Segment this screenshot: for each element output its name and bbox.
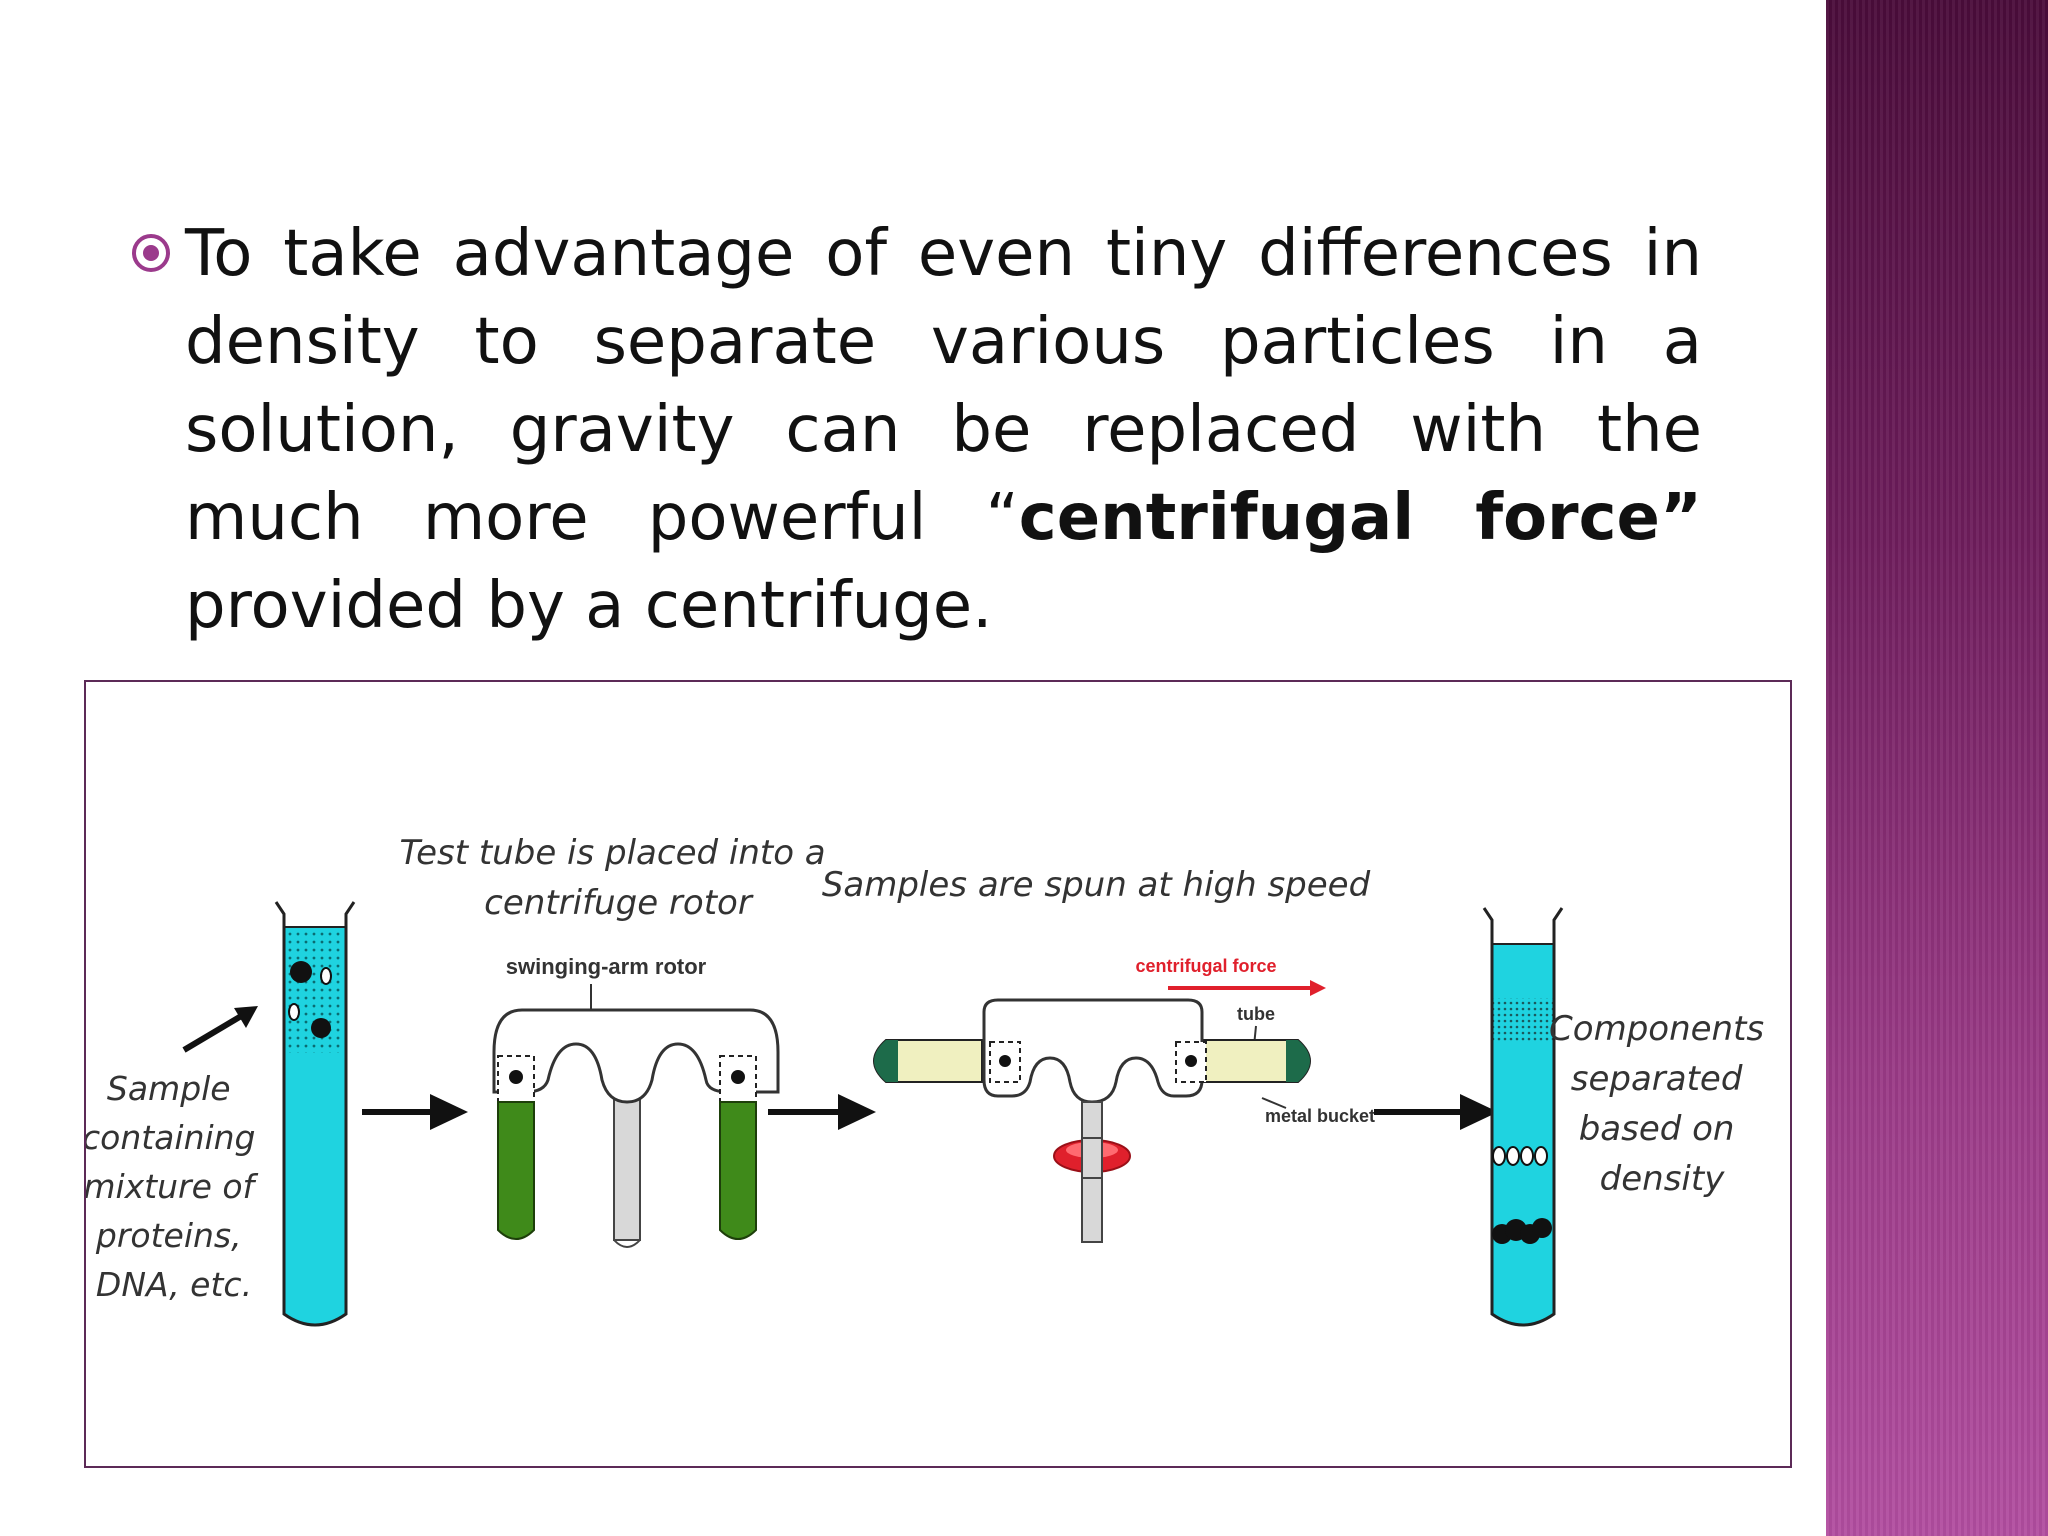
separated-tube <box>1482 907 1564 1327</box>
diagram-canvas: Sample containing mixture of proteins, D… <box>86 833 1775 1327</box>
test-tube-label: Test tube is placed into a centrifuge ro… <box>400 833 837 923</box>
centrifugal-force-label: centrifugal force <box>1135 956 1276 976</box>
step-arrow-3 <box>1374 1094 1498 1130</box>
bullet-text-bold: centrifugal force” <box>1018 481 1703 555</box>
components-label: Components separated based on density <box>1549 1009 1775 1199</box>
bullet-text-part2: provided by a centrifuge. <box>185 569 993 643</box>
sample-label-line: proteins, <box>95 1216 242 1255</box>
test-tube-label-line: Test tube is placed into a <box>400 833 826 873</box>
sample-label: Sample containing mixture of proteins, D… <box>86 1069 266 1304</box>
bucket-label: metal bucket <box>1265 1106 1375 1126</box>
components-label-line: density <box>1600 1159 1726 1199</box>
decorative-sidebar <box>1826 0 2048 1536</box>
sample-label-line: DNA, etc. <box>96 1265 252 1304</box>
tube-label: tube <box>1237 1004 1275 1024</box>
centrifuge-diagram: Sample containing mixture of proteins, D… <box>84 680 1792 1468</box>
rotor-label: swinging-arm rotor <box>506 954 707 979</box>
bucket-label-pointer <box>1261 1097 1287 1109</box>
swinging-arm-rotor <box>492 1008 780 1248</box>
components-label-line: Components <box>1549 1009 1764 1049</box>
bullet-text: To take advantage of even tiny differenc… <box>185 210 1702 650</box>
bullet-icon <box>128 230 174 276</box>
spin-label: Samples are spun at high speed <box>822 865 1371 905</box>
spinning-rotor <box>873 998 1311 1243</box>
components-label-line: separated <box>1571 1059 1743 1099</box>
components-label-line: based on <box>1579 1109 1735 1149</box>
bullet-text-part1: To take advantage of even tiny differenc… <box>185 217 1702 555</box>
test-tube-label-line: centrifuge rotor <box>484 883 754 923</box>
step-arrow-2 <box>768 1094 876 1130</box>
sample-label-line: containing <box>86 1118 256 1157</box>
sample-tube <box>274 901 356 1327</box>
step-arrow-1 <box>362 1094 468 1130</box>
centrifugal-force-arrow <box>1168 980 1326 996</box>
sample-label-line: mixture of <box>86 1167 259 1206</box>
sample-pointer-arrow <box>182 1006 258 1053</box>
sample-label-line: Sample <box>107 1069 231 1108</box>
